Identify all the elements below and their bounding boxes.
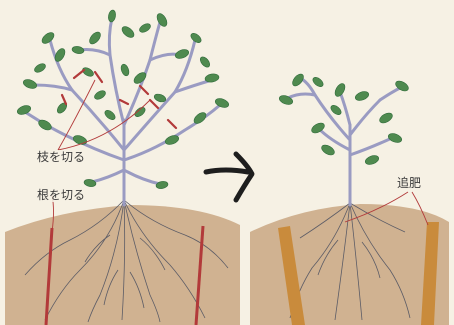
label-cut-roots: 根を切る [36, 188, 86, 202]
label-cut-branches: 枝を切る [36, 150, 86, 164]
tree-after-leaves [278, 72, 410, 166]
tree-after-branches [288, 78, 400, 205]
soil-right [250, 204, 449, 325]
tree-before-branches [25, 18, 220, 205]
label-topdressing: 追肥 [396, 176, 422, 190]
arrow-icon [206, 154, 252, 200]
